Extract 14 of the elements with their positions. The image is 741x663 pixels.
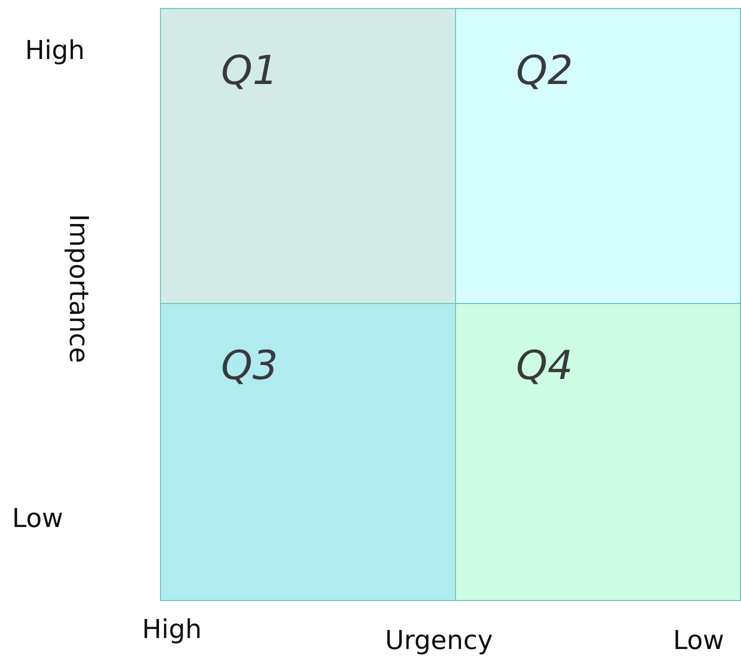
axis-title: Urgency bbox=[385, 628, 493, 654]
quadrant-label: Q4 bbox=[516, 346, 573, 386]
quadrant-label: Q2 bbox=[516, 51, 573, 91]
quadrant-box bbox=[160, 303, 456, 601]
quadrant-box bbox=[455, 303, 741, 601]
quadrant-box bbox=[160, 8, 456, 304]
axis-title: Importance bbox=[65, 214, 91, 362]
axis-tick-label: High bbox=[25, 38, 85, 64]
axis-tick-label: Low bbox=[12, 506, 64, 532]
quadrant-label: Q1 bbox=[221, 51, 278, 91]
axis-tick-label: Low bbox=[673, 628, 724, 654]
axis-tick-label: High bbox=[142, 617, 202, 643]
quadrant-box bbox=[455, 8, 741, 304]
quadrant-label: Q3 bbox=[221, 346, 278, 386]
